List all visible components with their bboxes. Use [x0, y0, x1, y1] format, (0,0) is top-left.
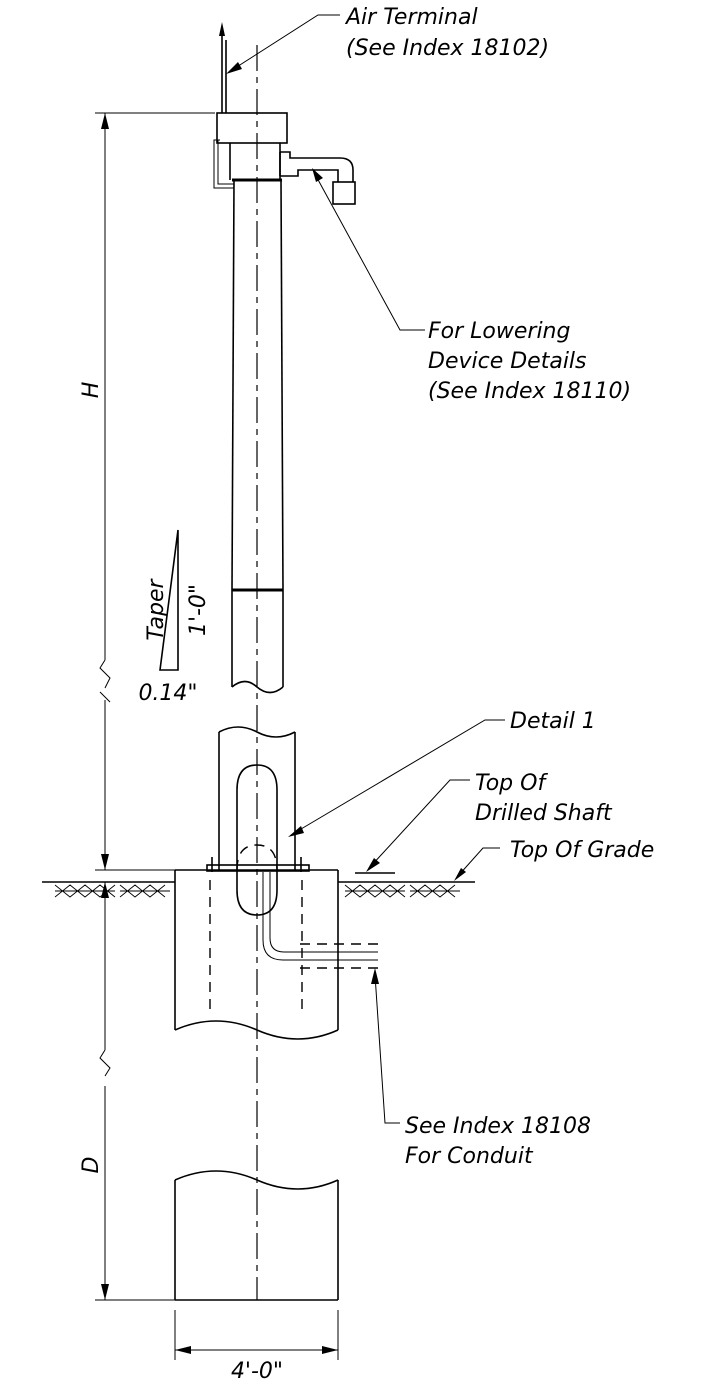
lowering-device — [279, 151, 356, 205]
lowering-label-2: Device Details — [428, 349, 587, 374]
top-grade-label: Top Of Grade — [510, 838, 654, 863]
dimension-diameter-label: 4'-0" — [231, 1359, 283, 1384]
lowering-label-3: (See Index 18110) — [428, 379, 631, 404]
air-terminal-label-1: Air Terminal — [344, 5, 478, 30]
soil-hatch-right — [344, 884, 460, 898]
taper-label: Taper — [144, 577, 169, 640]
conduit-label-1: See Index 18108 — [405, 1114, 591, 1139]
handhole — [236, 764, 278, 916]
lowering-label-1: For Lowering — [428, 319, 570, 344]
pole-upper-section — [216, 112, 288, 694]
detail-1-label: Detail 1 — [510, 709, 596, 734]
dimension-h-label: H — [79, 382, 104, 399]
top-shaft-label-1: Top Of — [475, 771, 548, 796]
leader-lowering-device: For Lowering Device Details (See Index 1… — [312, 168, 631, 404]
dimension-h: H — [79, 112, 215, 871]
shaft-break-lower — [174, 1170, 339, 1190]
grade — [42, 872, 475, 883]
soil-hatch-left — [54, 884, 170, 898]
taper-rise-label: 1'-0" — [186, 584, 211, 636]
taper-symbol: Taper 1'-0" 0.14" — [138, 529, 211, 706]
pole-break-line-lower — [218, 726, 296, 738]
dimension-d-label: D — [79, 1157, 104, 1174]
leader-air-terminal: Air Terminal (See Index 18102) — [226, 5, 549, 74]
leader-top-of-grade: Top Of Grade — [454, 838, 654, 881]
drilled-shaft — [174, 869, 378, 1301]
dimension-diameter: 4'-0" — [174, 1310, 339, 1384]
pole-left-edge — [231, 179, 235, 591]
air-terminal — [213, 22, 234, 189]
base-plate — [206, 864, 310, 872]
leader-conduit: See Index 18108 For Conduit — [371, 968, 591, 1169]
leader-top-of-shaft: Top Of Drilled Shaft — [366, 771, 613, 872]
taper-run-label: 0.14" — [138, 681, 197, 706]
pole-right-edge — [280, 179, 284, 591]
shaft-break-upper — [174, 1020, 339, 1040]
top-shaft-label-2: Drilled Shaft — [475, 801, 613, 826]
air-terminal-label-2: (See Index 18102) — [346, 36, 549, 61]
dimension-d: D — [79, 882, 175, 1301]
pole-top-cap — [216, 112, 288, 144]
conduit-label-2: For Conduit — [405, 1144, 534, 1169]
pole-lower-section — [206, 726, 310, 916]
leader-detail-1: Detail 1 — [288, 709, 596, 837]
